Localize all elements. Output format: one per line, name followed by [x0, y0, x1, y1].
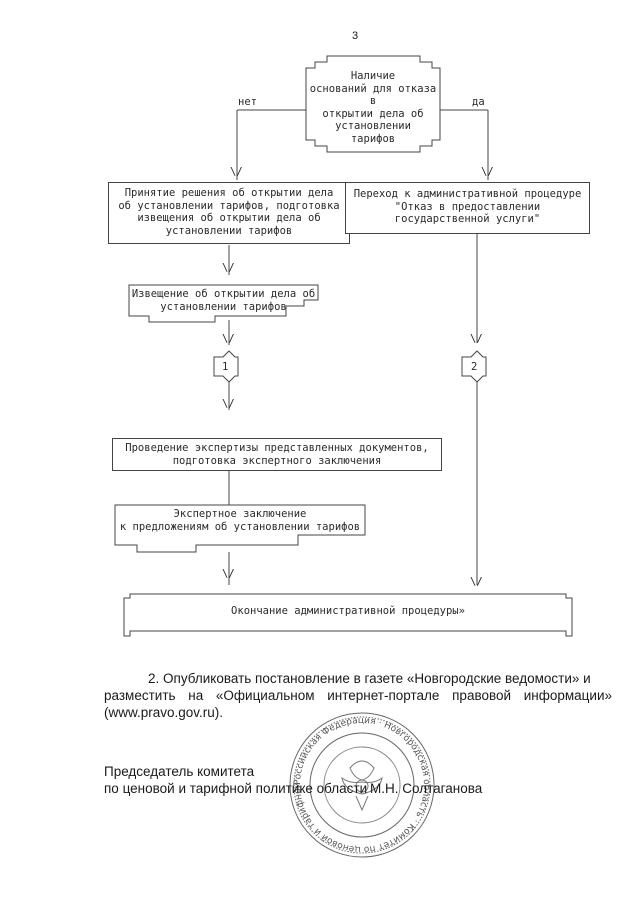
arrow-down-icon: \/: [222, 262, 235, 274]
arrow-down-icon: \/: [222, 333, 235, 345]
connector-1: 1: [222, 361, 229, 373]
notice-doc-shape: [128, 284, 319, 323]
signatory-title-1: Председатель комитета: [104, 764, 255, 779]
decision-line: тарифов: [350, 132, 396, 145]
page-number: 3: [352, 30, 359, 42]
step-line: Проведение экспертизы представленных док…: [125, 442, 429, 454]
doc-line: к предложениям об установлении тарифов: [119, 520, 361, 533]
doc-line: установлении тарифов: [160, 300, 287, 313]
step-line: извещения об открытии дела об: [137, 212, 321, 224]
step-line: государственной услуги": [394, 213, 541, 225]
step-line: Переход к административной процедуре: [353, 188, 582, 200]
doc-line: Извещение об открытии дела об: [131, 288, 316, 300]
step-line: об установлении тарифов, подготовка: [118, 199, 340, 212]
arrow-down-icon: \/: [470, 333, 483, 345]
arrow-down-icon: \/: [481, 166, 494, 178]
paragraph-line-1: 2. Опубликовать постановление в газете «…: [148, 671, 591, 686]
step-line: установлении тарифов: [165, 224, 293, 237]
signatory-name: М.Н. Солтаганова: [370, 781, 483, 796]
yes-label: да: [472, 96, 485, 108]
step-refusal: Переход к административной процедуре "От…: [345, 182, 590, 234]
step-expertise: Проведение экспертизы представленных док…: [112, 438, 442, 471]
doc-conclusion: Экспертное заключение к предложениям об …: [115, 508, 365, 533]
doc-notice: Извещение об открытии дела об установлен…: [129, 288, 318, 313]
end-shape: [123, 593, 573, 637]
doc-line: Экспертное заключение: [173, 508, 307, 520]
connector-2: 2: [471, 361, 478, 373]
step-line: подготовка экспертного заключения: [172, 454, 382, 467]
no-label: нет: [238, 96, 257, 108]
decision-line: открытии дела об установлении: [322, 107, 424, 133]
arrow-down-icon: \/: [222, 398, 235, 410]
arrow-down-icon: \/: [230, 166, 243, 178]
step-open-case: Принятие решения об открытии дела об уст…: [108, 182, 350, 244]
end-text: Окончание административной процедуры»: [231, 605, 465, 617]
step-line: Принятие решения об открытии дела: [124, 187, 334, 199]
connector-2-shape: [461, 350, 487, 383]
decision-line: Наличие: [350, 70, 396, 82]
step-line: "Отказ в предоставлении: [394, 200, 541, 213]
decision-text: Наличие оснований для отказа в открытии …: [306, 70, 440, 145]
paragraph-line-2: разместить на «Официальном интернет-порт…: [104, 688, 612, 703]
arrow-down-icon: \/: [222, 568, 235, 580]
signatory-title-2: по ценовой и тарифной политике области: [104, 781, 368, 796]
decision-line: оснований для отказа в: [309, 82, 437, 108]
decision-shape: [305, 55, 441, 153]
paragraph-line-3: (www.pravo.gov.ru).: [104, 705, 224, 720]
conclusion-doc-shape: [114, 504, 366, 553]
publish-paragraph: 2. Опубликовать постановление в газете «…: [148, 670, 613, 687]
arrow-down-icon: \/: [470, 576, 483, 588]
connector-1-shape: [213, 350, 239, 383]
